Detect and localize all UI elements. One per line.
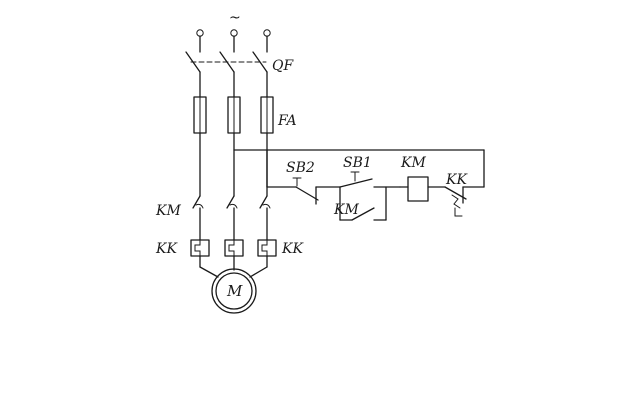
start-button-sb1 <box>339 171 401 188</box>
contactor-label: KM <box>155 203 181 219</box>
holding-contact-label: KM <box>333 202 359 218</box>
stop-button-label: SB2 <box>286 160 315 176</box>
breaker-qf <box>185 51 268 98</box>
coil-label: KM <box>400 155 426 171</box>
thermal-relay-label-left: KK <box>155 241 178 257</box>
thermal-contact-label: KK <box>445 172 468 188</box>
stop-button-sb2 <box>292 177 341 205</box>
motor-label: M <box>226 282 243 300</box>
thermal-contact-kk <box>444 186 485 217</box>
main-contacts-km <box>192 195 271 241</box>
breaker-label: QF <box>272 58 294 74</box>
motor <box>211 268 257 314</box>
thermal-relay-label-right: KK <box>281 241 304 257</box>
coil-km <box>399 176 446 202</box>
motor-leads <box>199 255 268 278</box>
start-button-label: SB1 <box>343 155 372 171</box>
phase-wires <box>199 132 268 197</box>
control-circuit <box>233 149 485 221</box>
supply-terminals <box>196 29 271 53</box>
holding-contact-km <box>339 186 387 221</box>
fuse-label: FA <box>277 113 297 129</box>
thermal-elements-kk <box>190 239 277 257</box>
supply-symbol-label: ~ <box>229 10 241 26</box>
fuses-fa <box>193 96 274 134</box>
